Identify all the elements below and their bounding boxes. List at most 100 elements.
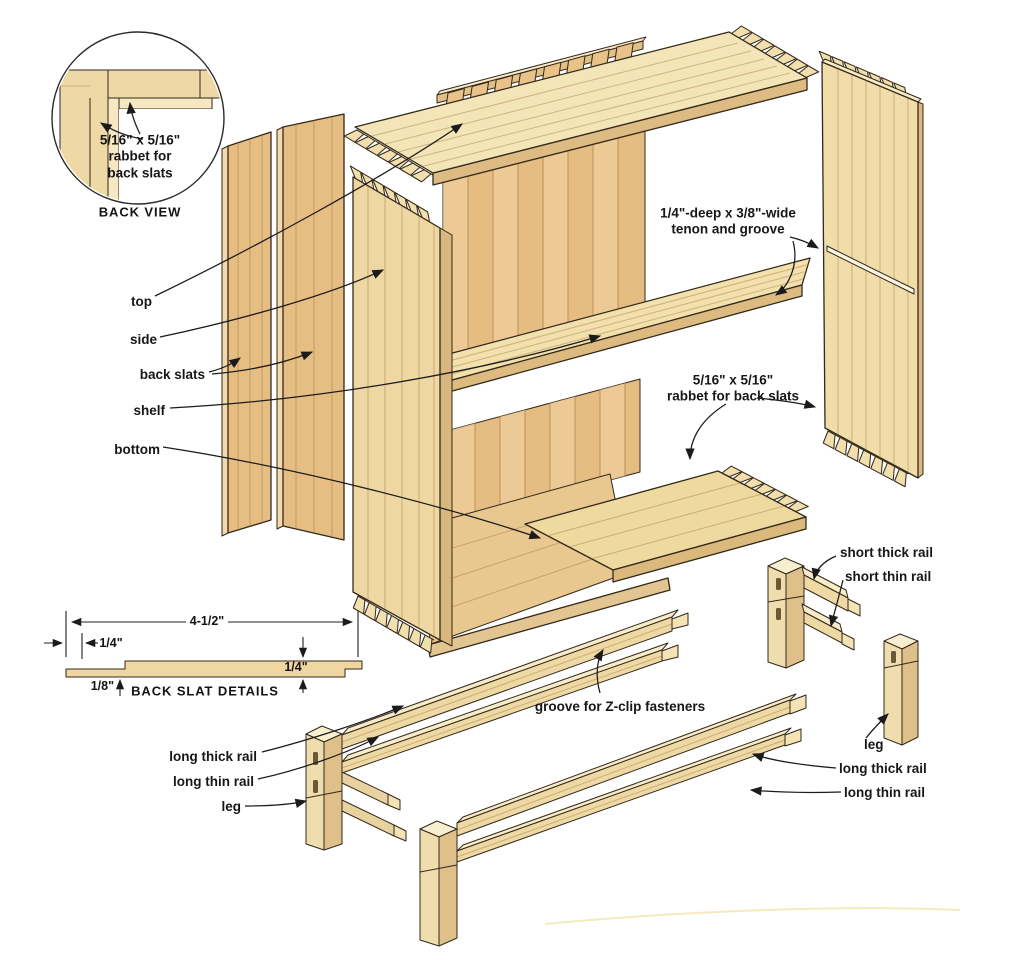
- back-view-callout: 5/16" x 5/16" rabbet for back slats: [100, 132, 180, 181]
- leader-long-thick-right: [751, 753, 837, 769]
- mortise: [313, 752, 318, 765]
- label-long-thick-rail-right: long thick rail: [839, 760, 927, 776]
- watermark-squiggle: [544, 907, 961, 925]
- grain-lines: [546, 482, 785, 560]
- leader-long-thin-left: [257, 736, 380, 780]
- dovetail-pins-right: [730, 25, 820, 80]
- label-shelf: shelf: [133, 402, 165, 418]
- label-back-slats: back slats: [139, 366, 205, 382]
- shelf-groove: [826, 245, 915, 295]
- leg-left-part: [305, 725, 343, 851]
- dim-left: 1/4": [99, 636, 123, 650]
- callout-line: 1/4"-deep x 3/8"-wide: [660, 205, 796, 221]
- shelf-panel: [444, 257, 811, 394]
- back-slat-board-1: [221, 131, 272, 537]
- tenon: [841, 632, 855, 651]
- bottom-panel-loose: [524, 465, 809, 583]
- long-thin-rail-left-part: [341, 642, 679, 774]
- dim-overall: 4-1/2": [187, 614, 227, 628]
- grain-lines: [295, 117, 333, 537]
- dovetail-pins-bottom: [822, 430, 909, 488]
- leader-rabbet-b: [685, 403, 727, 461]
- mortise: [776, 608, 781, 620]
- leader-long-thin-right: [749, 786, 842, 796]
- leg-loose: [883, 633, 919, 746]
- callout-zclip: groove for Z-clip fasteners: [534, 698, 706, 714]
- label-top: top: [131, 293, 152, 309]
- dim-right: 1/4": [284, 660, 308, 674]
- grain-lines: [444, 264, 807, 377]
- leader-back-slats-1: [208, 357, 241, 373]
- tenon: [784, 728, 802, 747]
- leg-back-right: [767, 557, 805, 669]
- leader-lines: [154, 123, 889, 808]
- leg-front-part: [419, 820, 458, 947]
- label-long-thick-rail-left: long thick rail: [169, 748, 257, 764]
- mortise: [891, 651, 896, 663]
- label-bottom: bottom: [114, 441, 160, 457]
- leader-back-slats-2: [211, 351, 314, 375]
- bottom-front-edge: [427, 577, 671, 658]
- dim-lip: 1/8": [90, 679, 114, 693]
- base-front-assembly: [419, 693, 807, 947]
- label-leg-right: leg: [864, 736, 884, 752]
- leader-leg-left: [244, 798, 308, 808]
- mortise: [776, 578, 781, 590]
- leader-tenon-groove-b: [775, 240, 796, 296]
- callout-line: tenon and groove: [671, 222, 785, 237]
- callout-line: 5/16" x 5/16": [692, 372, 774, 388]
- tenon: [661, 644, 679, 662]
- leader-tenon-groove-a: [789, 236, 820, 249]
- callout-line: 5/16" x 5/16": [99, 132, 181, 148]
- leader-zclip: [593, 648, 604, 694]
- dovetail-pins-left: [343, 129, 434, 183]
- leader-short-thin: [829, 579, 844, 628]
- callout-line: back slats: [107, 165, 173, 181]
- leader-shelf: [169, 334, 602, 409]
- back-slat-board-2: [276, 113, 345, 541]
- leader-rabbet-a: [756, 397, 817, 409]
- label-long-thin-rail-right: long thin rail: [844, 784, 925, 800]
- tenon: [789, 694, 807, 715]
- back-slat-section: [44, 611, 363, 696]
- short-thin-rail-part: [801, 603, 855, 651]
- label-long-thin-rail-left: long thin rail: [173, 773, 254, 789]
- grain-lines: [237, 136, 263, 529]
- callout-tenon-groove: 1/4"-deep x 3/8"-wide tenon and groove: [660, 206, 796, 239]
- tenon: [847, 598, 861, 617]
- slat-details-caption: BACK SLAT DETAILS: [131, 683, 279, 699]
- mortise: [313, 780, 318, 793]
- long-thin-rail-right-part: [456, 727, 802, 863]
- label-side: side: [129, 331, 157, 347]
- back-slats-loose: [221, 113, 345, 541]
- leader-side: [159, 269, 385, 338]
- carcase-back-slats: [436, 36, 647, 524]
- tenon: [671, 612, 689, 630]
- slat-cross-section: [65, 660, 363, 678]
- callout-line: rabbet for: [108, 148, 172, 164]
- slat-field-lower: [449, 378, 641, 524]
- dovetail-pins-bottom: [352, 595, 435, 654]
- dimension-lines: [44, 611, 359, 696]
- grain-lines: [367, 42, 791, 168]
- callout-line: rabbet for back slats: [666, 389, 800, 404]
- leader-short-thick: [811, 555, 837, 581]
- side-panel-right: [818, 50, 924, 488]
- callout-rabbet: 5/16" x 5/16" rabbet for back slats: [667, 373, 799, 406]
- label-short-thin-rail: short thin rail: [845, 568, 932, 584]
- grain-lines: [367, 186, 435, 638]
- back-view-detail: [51, 31, 225, 205]
- label-leg-left: leg: [221, 798, 241, 814]
- dovetail-pins-end: [721, 465, 809, 514]
- label-short-thick-rail: short thick rail: [840, 544, 934, 560]
- back-view-arrows: [100, 101, 144, 140]
- leader-leg-right: [865, 713, 889, 739]
- base-left-assembly: [305, 609, 689, 851]
- side-panel-left: [349, 165, 453, 654]
- leader-long-thick-left: [261, 705, 405, 753]
- long-thick-rail-right-part: [456, 693, 807, 837]
- leader-bottom: [162, 446, 542, 540]
- back-view-caption: BACK VIEW: [98, 204, 182, 220]
